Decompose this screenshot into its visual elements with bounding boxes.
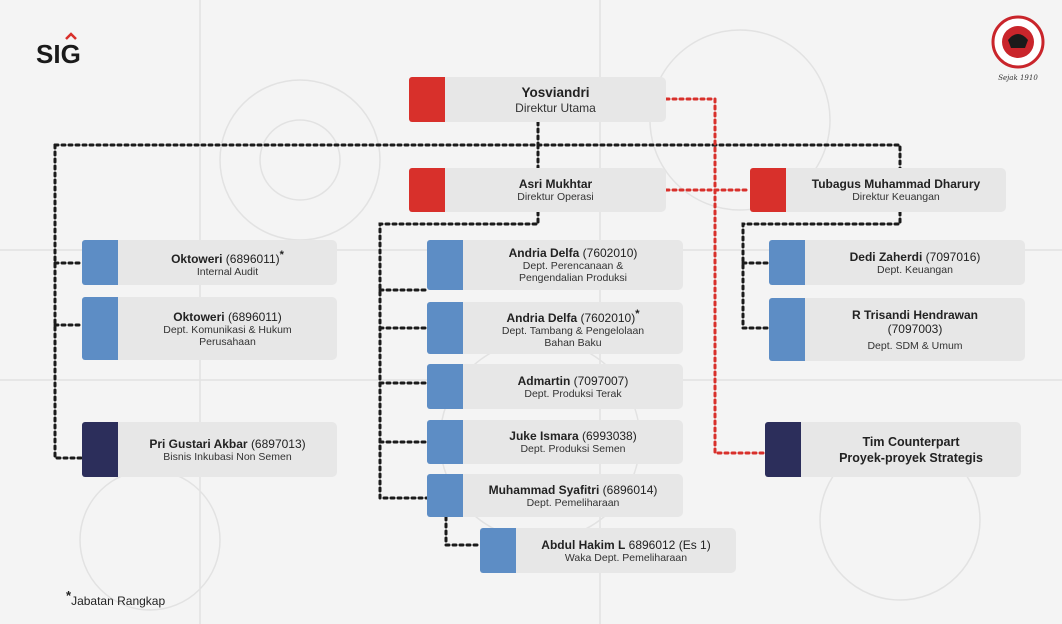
node-pemeliharaan: Muhammad Syafitri (6896014)Dept. Pemelih… [427,474,683,517]
node-name: Muhammad Syafitri [488,482,600,497]
footnote-mark: * [66,588,72,603]
jabatan-rangkap-mark: * [635,308,640,320]
node-title: Direktur Operasi [517,191,594,203]
node-title: Dept. Tambang & Pengelolaan Bahan Baku [501,325,645,349]
footnote: *Jabatan Rangkap [66,588,165,608]
node-produksi-terak: Admartin (7097007)Dept. Produksi Terak [427,364,683,409]
node-bisnis-inkubasi: Pri Gustari Akbar (6897013)Bisnis Inkuba… [82,422,337,477]
sig-logo: SIG [36,32,81,69]
node-color-bar [427,420,463,464]
node-name: Juke Ismara [509,429,579,443]
node-code: (6896011) [227,309,282,324]
node-color-bar [409,77,445,122]
node-color-bar [82,422,118,477]
node-title: Dept. SDM & Umum [867,339,963,352]
node-name: Abdul Hakim L [541,537,626,552]
footnote-text: Jabatan Rangkap [71,594,166,608]
node-code: (6897013) [250,436,306,451]
node-code: (7097007) [573,373,629,388]
node-code: (6896011) [225,251,280,266]
black-dotted-connectors [53,120,902,547]
node-name: Asri Mukhtar [518,177,593,191]
node-code: 6896012 (Es 1) [628,537,711,552]
node-code: (7097003) [887,321,943,336]
svg-text:Sejak 1910: Sejak 1910 [998,74,1038,82]
node-name: Andria Delfa [508,246,580,260]
node-name: Pri Gustari Akbar [149,436,248,451]
node-color-bar [480,528,516,573]
node-title: Dept. Produksi Terak [524,387,622,400]
node-title: Dept. Keuangan [877,263,953,276]
node-name: Andria Delfa [506,311,578,325]
node-code: (7602010) [582,246,638,260]
node-waka-pemeliharaan: Abdul Hakim L 6896012 (Es 1)Waka Dept. P… [480,528,736,573]
node-code: (6993038) [582,429,637,443]
tim-line-1: Tim Counterpart [862,434,960,449]
node-color-bar [427,240,463,290]
node-code: (6896014) [602,482,658,497]
node-title: Dept. Komunikasi & Hukum Perusahaan [163,323,292,348]
node-color-bar [427,474,463,517]
node-title: Internal Audit [196,265,259,278]
node-color-bar [769,240,805,285]
jabatan-rangkap-mark: * [279,248,284,261]
node-color-bar [769,298,805,361]
red-dotted-connectors [664,97,767,455]
node-sdm-umum: R Trisandi Hendrawan(7097003) Dept. SDM &… [769,298,1025,361]
node-color-bar [765,422,801,477]
node-title: Dept. Pemeliharaan [526,496,620,509]
node-name: Admartin [517,373,571,388]
semen-padang-seal: Sejak 1910 [991,15,1045,82]
node-produksi-semen: Juke Ismara (6993038)Dept. Produksi Seme… [427,420,683,464]
node-name: Oktoweri [173,309,225,324]
node-title: Dept. Perencanaan & Pengendalian Produks… [519,260,627,284]
node-code: (7097016) [925,249,981,264]
node-color-bar [82,240,118,285]
node-komunikasi-hukum: Oktoweri (6896011)Dept. Komunikasi & Huk… [82,297,337,360]
node-name: R Trisandi Hendrawan [851,307,979,322]
node-tambang-bahan-baku: Andria Delfa (7602010)* Dept. Tambang & P… [427,302,683,354]
node-name: Oktoweri [171,251,223,266]
node-color-bar [409,168,445,212]
node-title: Direktur Utama [515,100,596,115]
node-color-bar [82,297,118,360]
node-color-bar [427,364,463,409]
node-code: (7602010) [580,311,636,325]
node-title: Waka Dept. Pemeliharaan [564,551,688,564]
node-title: Bisnis Inkubasi Non Semen [163,450,292,463]
svg-text:SIG: SIG [36,39,81,69]
node-title: Direktur Keuangan [852,191,940,203]
node-color-bar [427,302,463,354]
node-title: Dept. Produksi Semen [520,443,626,455]
node-name: Tubagus Muhammad Dharury [811,177,981,191]
node-perencanaan-produksi: Andria Delfa (7602010)Dept. Perencanaan … [427,240,683,290]
node-color-bar [750,168,786,212]
node-internal-audit: Oktoweri (6896011)* Internal Audit [82,240,337,285]
node-name: Yosviandri [521,84,590,100]
node-keuangan: Dedi Zaherdi (7097016)Dept. Keuangan [769,240,1025,285]
tim-line-2: Proyek-proyek Strategis [839,450,983,465]
node-name: Dedi Zaherdi [849,249,923,264]
